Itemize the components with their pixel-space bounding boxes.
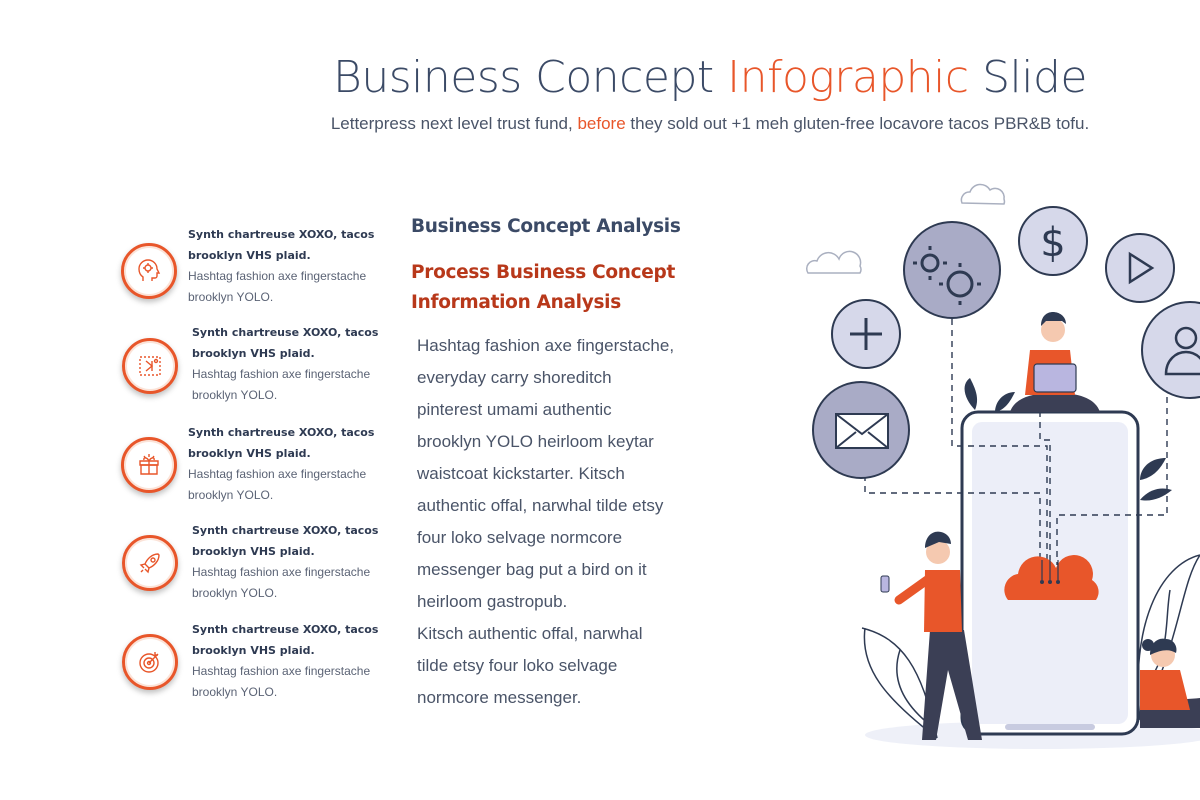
person-with-laptop [1010,312,1100,412]
subtitle-part1: Letterpress next level trust fund, [330,114,573,133]
mail-bubble [812,381,910,479]
gears-bubble [903,221,1001,319]
slide-subtitle: Letterpress next level trust fund, befor… [0,114,1200,134]
plus-icon [850,318,882,350]
title-accent: Infographic [727,52,969,103]
gears-icon [913,246,981,305]
cloud-icon [1004,555,1099,600]
user-bubble [1141,301,1200,399]
dollar-icon: $ [1040,220,1065,266]
standing-person [880,531,982,740]
business-illustration: $ [805,183,1200,749]
play-icon [1128,251,1155,285]
slide-title: Business Concept Infographic Slide [0,52,1200,103]
rocket-icon [122,535,178,591]
target-icon [122,634,178,690]
strategy-board-icon [122,338,178,394]
subtitle-accent: before [577,114,626,133]
dollar-bubble: $ [1018,206,1088,276]
cloud-outline-icon [805,250,862,274]
user-icon [1164,326,1200,376]
gift-box-icon [121,437,177,493]
analysis-heading: Business Concept Analysis [411,216,681,237]
sitting-woman [1140,638,1200,728]
play-bubble [1105,233,1175,303]
head-brain-icon [121,243,177,299]
subtitle-part2: they sold out +1 meh gluten-free locavor… [630,114,1090,133]
description-paragraph: Hashtag fashion axe fingerstache, everyd… [417,336,675,707]
cloud-outline-icon [960,183,1006,205]
mail-icon [835,413,889,449]
process-heading: Process Business Concept Information Ana… [411,262,676,313]
plus-bubble [831,299,901,369]
title-part1: Business Concept [333,52,714,103]
title-part2: Slide [982,52,1087,103]
